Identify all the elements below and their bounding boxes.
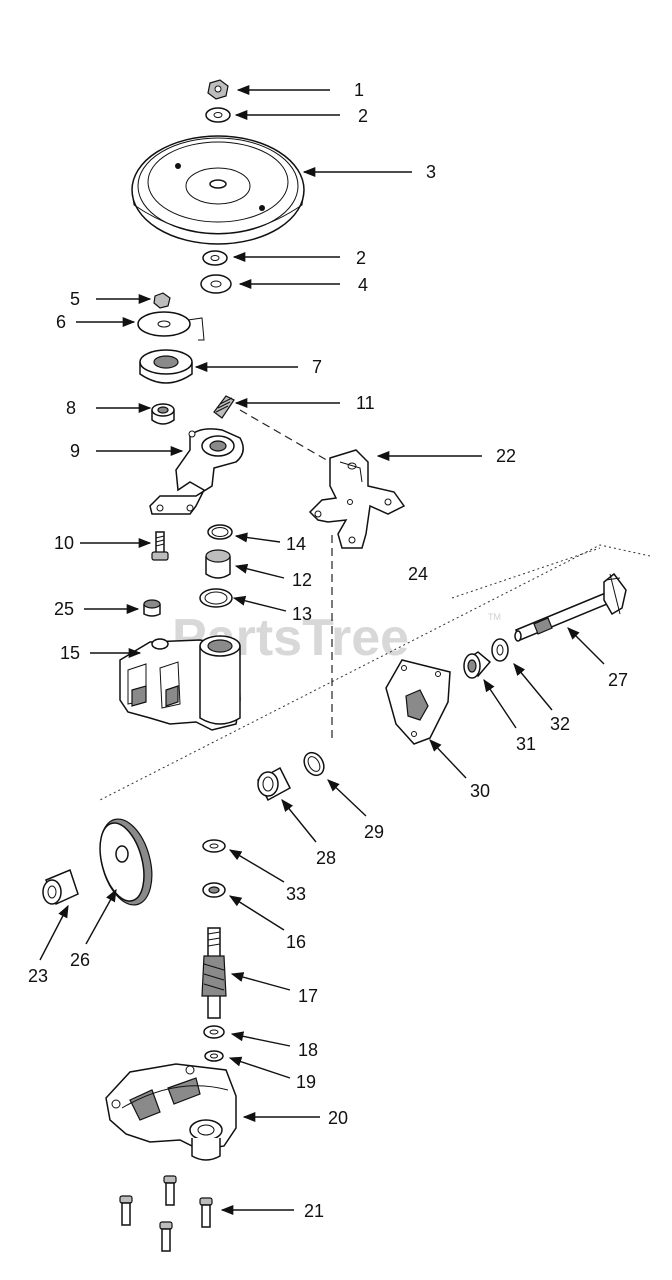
callout-4: 4: [358, 275, 368, 295]
callout-27: 27: [608, 670, 628, 690]
callout-33: 33: [286, 884, 306, 904]
part-washer-33: [202, 839, 226, 853]
part-oring-14: [207, 524, 233, 540]
callout-12: 12: [292, 570, 312, 590]
callout-2b: 2: [356, 248, 366, 268]
callout-28: 28: [316, 848, 336, 868]
callout-23: 23: [28, 966, 48, 986]
part-pulley-3: [131, 135, 305, 245]
callout-14: 14: [286, 534, 306, 554]
callout-10: 10: [54, 533, 74, 553]
part-washer-19: [204, 1050, 224, 1062]
callout-2: 2: [358, 106, 368, 126]
callout-32: 32: [550, 714, 570, 734]
callout-13: 13: [292, 604, 312, 624]
part-nut-1: [207, 79, 229, 100]
callout-22: 22: [496, 446, 516, 466]
callout-24: 24: [408, 564, 428, 584]
part-washer-4: [200, 274, 232, 294]
part-nut-5: [153, 292, 171, 309]
part-wormshaft-17: [201, 927, 227, 1019]
callout-3: 3: [426, 162, 436, 182]
part-plate-6: [137, 311, 205, 341]
part-oring-13: [199, 588, 233, 608]
callout-9: 9: [70, 441, 80, 461]
callout-1: 1: [354, 80, 364, 100]
part-spring-11: [213, 395, 235, 419]
part-washer-18: [203, 1025, 225, 1039]
callout-arrows: [39, 84, 605, 1216]
callout-25: 25: [54, 599, 74, 619]
callout-8: 8: [66, 398, 76, 418]
part-bolt-10: [151, 531, 169, 561]
callout-26: 26: [70, 950, 90, 970]
callout-16: 16: [286, 932, 306, 952]
part-housing-20: [105, 1063, 237, 1161]
part-bushing-23: [42, 868, 79, 906]
part-housing-15: [119, 635, 241, 731]
callout-11: 11: [356, 393, 375, 413]
part-bushing-28: [257, 766, 291, 802]
part-bracket-9: [149, 428, 244, 515]
callout-20: 20: [328, 1108, 348, 1128]
part-gear-26: [99, 818, 153, 906]
watermark-tm: TM: [488, 612, 501, 622]
callout-31: 31: [516, 734, 536, 754]
callout-labels: 1 2 3 2 4 5 6 7 8 11 9 22 10 14 12 24 25…: [28, 80, 628, 1221]
part-shaft-27: [514, 572, 627, 642]
callout-21: 21: [304, 1201, 324, 1221]
part-bushing-8: [151, 403, 175, 425]
callout-6: 6: [56, 312, 66, 332]
callout-29: 29: [364, 822, 384, 842]
part-washer-16: [202, 882, 226, 898]
part-plug-25: [143, 599, 161, 617]
centerline-11-22: [239, 409, 331, 463]
part-sleeve-12: [205, 549, 231, 579]
part-flange-30: [385, 659, 451, 745]
part-bearing-7: [139, 349, 193, 384]
part-bolts-21: [119, 1175, 213, 1252]
part-washer-2a: [205, 107, 231, 123]
callout-17: 17: [298, 986, 318, 1006]
callout-7: 7: [312, 357, 322, 377]
part-bracket-22: [308, 449, 406, 549]
callout-18: 18: [298, 1040, 318, 1060]
section-line-24: [451, 547, 601, 599]
part-bushing-31: [463, 651, 492, 679]
callout-30: 30: [470, 781, 490, 801]
part-washer-32: [491, 638, 509, 662]
callout-19: 19: [296, 1072, 316, 1092]
callout-15: 15: [60, 643, 80, 663]
part-washer-2b: [202, 250, 228, 266]
callout-5: 5: [70, 289, 80, 309]
section-line: [99, 544, 651, 801]
part-snapring-29: [303, 751, 325, 777]
